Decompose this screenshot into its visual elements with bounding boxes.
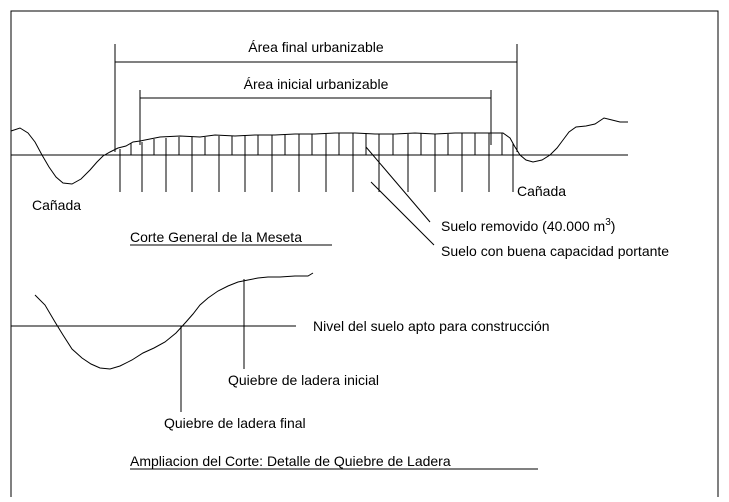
general-section-caption: Corte General de la Meseta xyxy=(130,229,302,245)
figure-frame xyxy=(10,10,719,497)
final-area-label: Área final urbanizable xyxy=(248,39,384,55)
initial-break-label: Quiebre de ladera inicial xyxy=(228,372,379,388)
bearing-soil-leader xyxy=(370,181,435,246)
removed-soil-text: Suelo removido (40.000 m xyxy=(441,218,605,234)
removed-soil-leader xyxy=(365,146,431,223)
removed-soil-exponent: 3 xyxy=(605,217,611,228)
final-break-label: Quiebre de ladera final xyxy=(164,415,306,431)
removed-soil-label: Suelo removido (40.000 m3) xyxy=(441,217,615,234)
left-ravine-label: Cañada xyxy=(32,197,81,213)
terrain-profile xyxy=(10,117,628,185)
bearing-soil-label: Suelo con buena capacidad portante xyxy=(441,243,669,259)
removed-soil-close: ) xyxy=(611,218,616,234)
ground-level-label: Nivel del suelo apto para construcción xyxy=(313,318,550,334)
detail-terrain-profile xyxy=(34,272,314,370)
initial-area-label: Área inicial urbanizable xyxy=(244,76,389,92)
right-ravine-label: Cañada xyxy=(517,183,566,199)
soil-hatching xyxy=(119,133,514,192)
detail-caption: Ampliacion del Corte: Detalle de Quiebre… xyxy=(130,453,451,469)
